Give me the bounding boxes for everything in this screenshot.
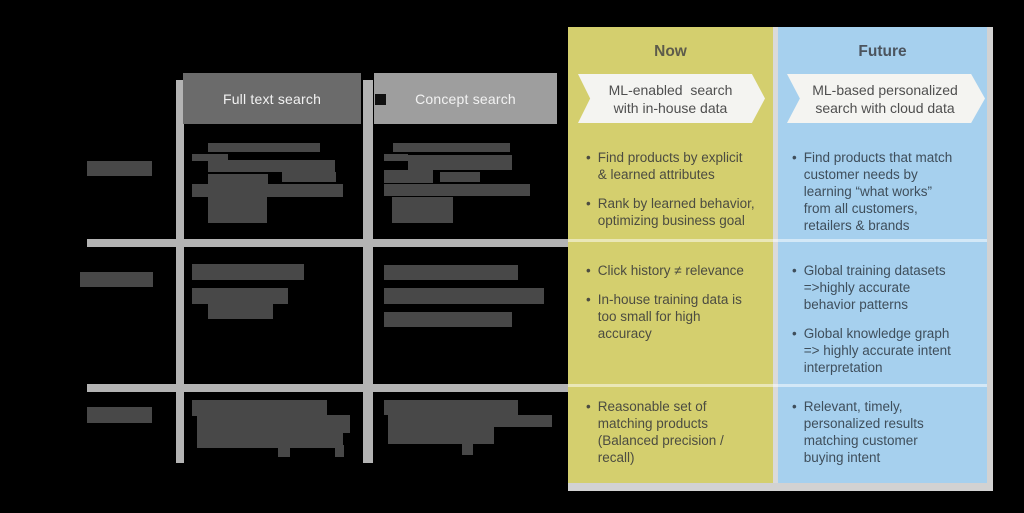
now-cell-row-3: • Reasonable set of matching products (Ba… <box>568 398 773 478</box>
future-cell-row-3: • Relevant, timely, personalized results … <box>778 398 987 478</box>
redacted-text-block <box>408 155 512 170</box>
table-vertical-line-2 <box>363 80 373 463</box>
redacted-text-block <box>462 443 473 455</box>
redacted-text-block <box>208 160 335 172</box>
redacted-text-block <box>87 407 152 423</box>
panel-column-divider <box>773 27 778 483</box>
table-vertical-line-1 <box>176 80 184 463</box>
redacted-text-block <box>197 433 343 448</box>
redacted-text-block <box>192 264 304 280</box>
redacted-text-block <box>440 172 480 182</box>
redacted-text-block <box>278 447 290 457</box>
bullet-item: • Find products that match customer needs… <box>792 149 981 234</box>
bullet-text: Global training datasets =>highly accura… <box>803 263 946 312</box>
bullet-item: • Global knowledge graph => highly accura… <box>792 325 981 376</box>
bullet-text: Find products that match customer needs … <box>803 150 953 233</box>
arrow-banner-label: ML-based personalized search with cloud … <box>812 81 958 116</box>
redacted-text-block <box>335 445 344 457</box>
bullet-item: • Rank by learned behavior, optimizing bu… <box>586 195 767 229</box>
panel-row-divider-2 <box>568 384 987 387</box>
redacted-text-block <box>192 288 288 304</box>
bullet-dot: • <box>586 196 591 211</box>
bullet-dot: • <box>792 326 797 341</box>
arrow-banner-future: ML-based personalized search with cloud … <box>787 74 985 123</box>
redacted-text-block <box>392 197 453 223</box>
bullet-dot: • <box>586 399 591 414</box>
redacted-text-block <box>393 143 510 152</box>
column-future: Future ML-based personalized search with… <box>778 27 987 483</box>
bullet-dot: • <box>586 150 591 165</box>
column-header-label: Full text search <box>222 90 322 107</box>
bullet-item: • Find products by explicit & learned att… <box>586 149 767 183</box>
bullet-item: • Click history ≠ relevance <box>586 262 767 279</box>
bullet-dot: • <box>792 399 797 414</box>
redacted-text-block <box>192 400 327 416</box>
arrow-banner-label: ML-enabled search with in-house data <box>608 81 733 116</box>
now-cell-row-2: • Click history ≠ relevance • In-house trai… <box>568 262 773 354</box>
future-cell-row-1: • Find products that match customer needs… <box>778 149 987 246</box>
bullet-item: • Global training datasets =>highly accur… <box>792 262 981 313</box>
column-header-concept-search: Concept search <box>374 73 557 124</box>
bullet-item: • In-house training data is too small for… <box>586 291 767 342</box>
bullet-text: Reasonable set of matching products (Bal… <box>597 399 724 465</box>
redacted-text-block <box>80 272 153 287</box>
redacted-text-block <box>192 154 228 161</box>
column-title-future: Future <box>858 43 907 60</box>
table-horizontal-line-1 <box>87 239 568 247</box>
redacted-text-block <box>208 174 268 184</box>
now-cell-row-1: • Find products by explicit & learned att… <box>568 149 773 241</box>
redacted-text-block <box>282 172 336 182</box>
future-cell-row-2: • Global training datasets =>highly accur… <box>778 262 987 388</box>
redacted-text-block <box>384 154 408 161</box>
artifact-square <box>375 94 386 105</box>
bullet-text: Rank by learned behavior, optimizing bus… <box>597 196 755 228</box>
column-now: Now ML-enabled search with in-house data… <box>568 27 773 483</box>
redacted-text-block <box>384 288 544 304</box>
column-header-full-text-search: Full text search <box>183 73 361 124</box>
redacted-text-block <box>197 415 350 433</box>
redacted-text-block <box>388 427 494 444</box>
bullet-item: • Relevant, timely, personalized results … <box>792 398 981 466</box>
redacted-text-block <box>384 400 518 415</box>
bullet-item: • Reasonable set of matching products (Ba… <box>586 398 767 466</box>
bullet-dot: • <box>586 292 591 307</box>
bullet-dot: • <box>792 263 797 278</box>
column-title-now: Now <box>654 43 687 60</box>
panel-row-divider-1 <box>568 239 987 242</box>
arrow-banner-now: ML-enabled search with in-house data <box>578 74 765 123</box>
column-header-label: Concept search <box>415 90 516 107</box>
bullet-text: Find products by explicit & learned attr… <box>597 150 743 182</box>
bullet-dot: • <box>792 150 797 165</box>
redacted-text-block <box>192 184 343 197</box>
redacted-text-block <box>87 161 152 176</box>
redacted-text-block <box>208 304 273 319</box>
bullet-text: Relevant, timely, personalized results m… <box>803 399 924 465</box>
redacted-text-block <box>384 265 518 280</box>
redacted-text-block <box>388 415 552 427</box>
bullet-text: Click history ≠ relevance <box>597 263 744 278</box>
redacted-text-block <box>384 184 530 196</box>
redacted-text-block <box>384 312 512 327</box>
redacted-text-block <box>384 170 433 183</box>
bullet-text: Global knowledge graph => highly accurat… <box>803 326 951 375</box>
bullet-dot: • <box>586 263 591 278</box>
bullet-text: In-house training data is too small for … <box>597 292 742 341</box>
table-horizontal-line-2 <box>87 384 568 392</box>
redacted-text-block <box>208 197 267 223</box>
redacted-text-block <box>208 143 320 152</box>
now-future-panel: Now ML-enabled search with in-house data… <box>568 27 993 491</box>
